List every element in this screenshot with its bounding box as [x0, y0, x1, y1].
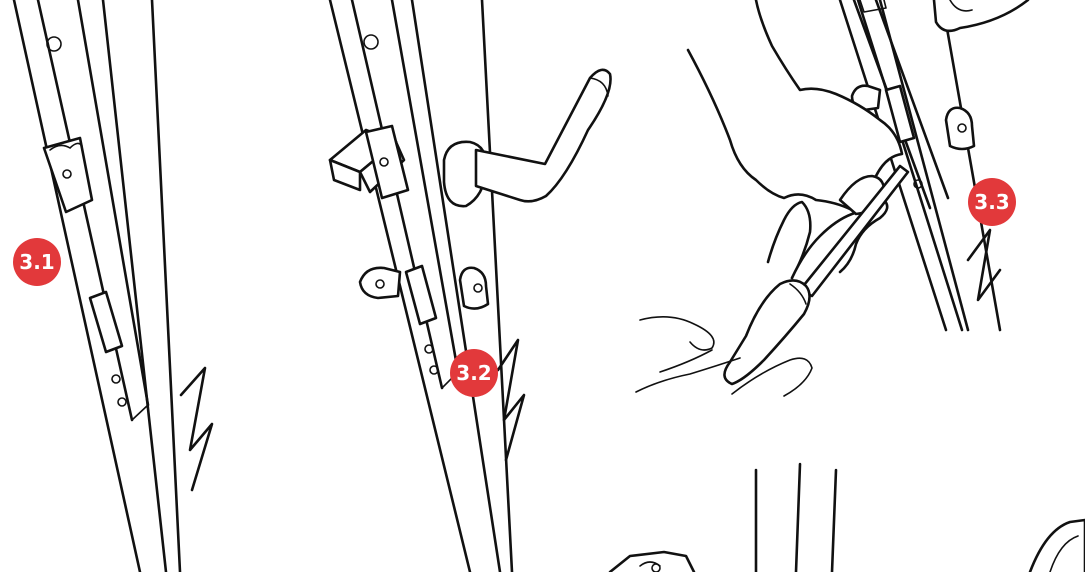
step-badge-2: 3.2 — [450, 349, 498, 397]
step-badge-label: 3.1 — [19, 250, 54, 274]
deadbolt-slot — [90, 292, 122, 352]
step-badge-1: 3.1 — [13, 238, 61, 286]
screw-hole-icon — [364, 35, 378, 49]
step-badge-label: 3.2 — [456, 361, 491, 385]
bottom-partial-details — [610, 464, 1085, 572]
step-badge-3: 3.3 — [968, 178, 1016, 226]
screwdriver-handle — [724, 280, 809, 384]
door-handle-lever — [476, 70, 611, 202]
door-handle-lever — [934, 0, 1028, 31]
deadbolt-slot — [406, 266, 436, 324]
cylinder-ring — [360, 268, 400, 298]
lock-cylinder — [946, 108, 974, 149]
step-badge-label: 3.3 — [974, 190, 1009, 214]
panel-step-1 — [14, 0, 212, 572]
strike-bracket — [1030, 520, 1085, 572]
panel-step-2 — [330, 0, 611, 572]
